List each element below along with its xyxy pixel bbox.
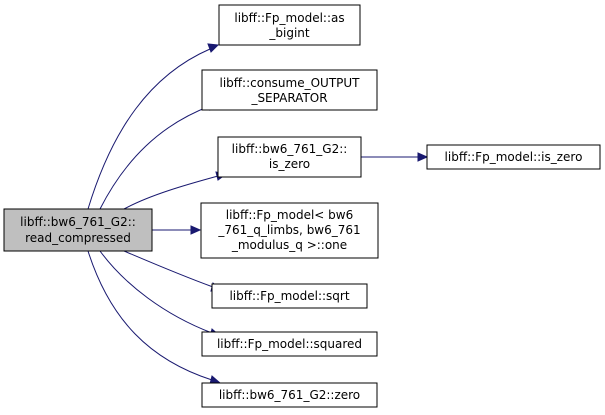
node-g2-is-zero-line-2: is_zero	[269, 157, 310, 171]
node-as-bigint-line-2: _bigint	[268, 26, 310, 40]
node-g2-is-zero-line-1: libff::bw6_761_G2::	[232, 142, 348, 156]
node-squared[interactable]: libff::Fp_model::squared	[201, 331, 378, 357]
node-g2-zero[interactable]: libff::bw6_761_G2::zero	[201, 382, 378, 408]
node-consume-output-separator-line-1: libff::consume_OUTPUT	[219, 76, 360, 90]
node-fp-is-zero-line-1: libff::Fp_model::is_zero	[445, 150, 583, 164]
node-fp-one-line-3: _modulus_q >::one	[231, 238, 347, 252]
edge-root-to-g2-zero	[87, 250, 213, 381]
edge-root-to-as-bigint	[87, 48, 211, 210]
arrow-head-fp-one	[190, 225, 202, 235]
arrow-head-as-bigint	[207, 43, 220, 53]
node-consume-output-separator[interactable]: libff::consume_OUTPUT _SEPARATOR	[201, 69, 378, 111]
edge-root-to-consume-output-separator	[99, 105, 211, 210]
edge-root-to-squared	[99, 250, 213, 334]
node-g2-zero-line-1: libff::bw6_761_G2::zero	[219, 388, 360, 402]
node-as-bigint[interactable]: libff::Fp_model::as _bigint	[218, 4, 361, 46]
node-fp-is-zero[interactable]: libff::Fp_model::is_zero	[426, 144, 601, 170]
node-g2-is-zero[interactable]: libff::bw6_761_G2:: is_zero	[217, 136, 362, 178]
node-fp-one-line-1: libff::Fp_model< bw6	[226, 208, 353, 222]
edge-root-to-g2-is-zero	[123, 175, 219, 210]
node-as-bigint-line-1: libff::Fp_model::as	[234, 11, 344, 25]
edge-root-to-sqrt	[123, 250, 214, 288]
node-root[interactable]: libff::bw6_761_G2:: read_compressed	[3, 208, 153, 252]
graph-nodes: libff::bw6_761_G2:: read_compressed libf…	[3, 4, 601, 408]
node-root-line-1: libff::bw6_761_G2::	[20, 215, 136, 229]
arrow-head-fp-is-zero	[417, 152, 429, 162]
node-root-line-2: read_compressed	[25, 231, 131, 245]
node-consume-output-separator-line-2: _SEPARATOR	[250, 91, 327, 105]
node-fp-one-line-2: _761_q_limbs, bw6_761	[217, 223, 360, 237]
node-fp-one[interactable]: libff::Fp_model< bw6 _761_q_limbs, bw6_7…	[200, 202, 379, 259]
node-sqrt-line-1: libff::Fp_model::sqrt	[229, 289, 349, 303]
node-sqrt[interactable]: libff::Fp_model::sqrt	[211, 283, 368, 309]
node-squared-line-1: libff::Fp_model::squared	[217, 337, 362, 351]
